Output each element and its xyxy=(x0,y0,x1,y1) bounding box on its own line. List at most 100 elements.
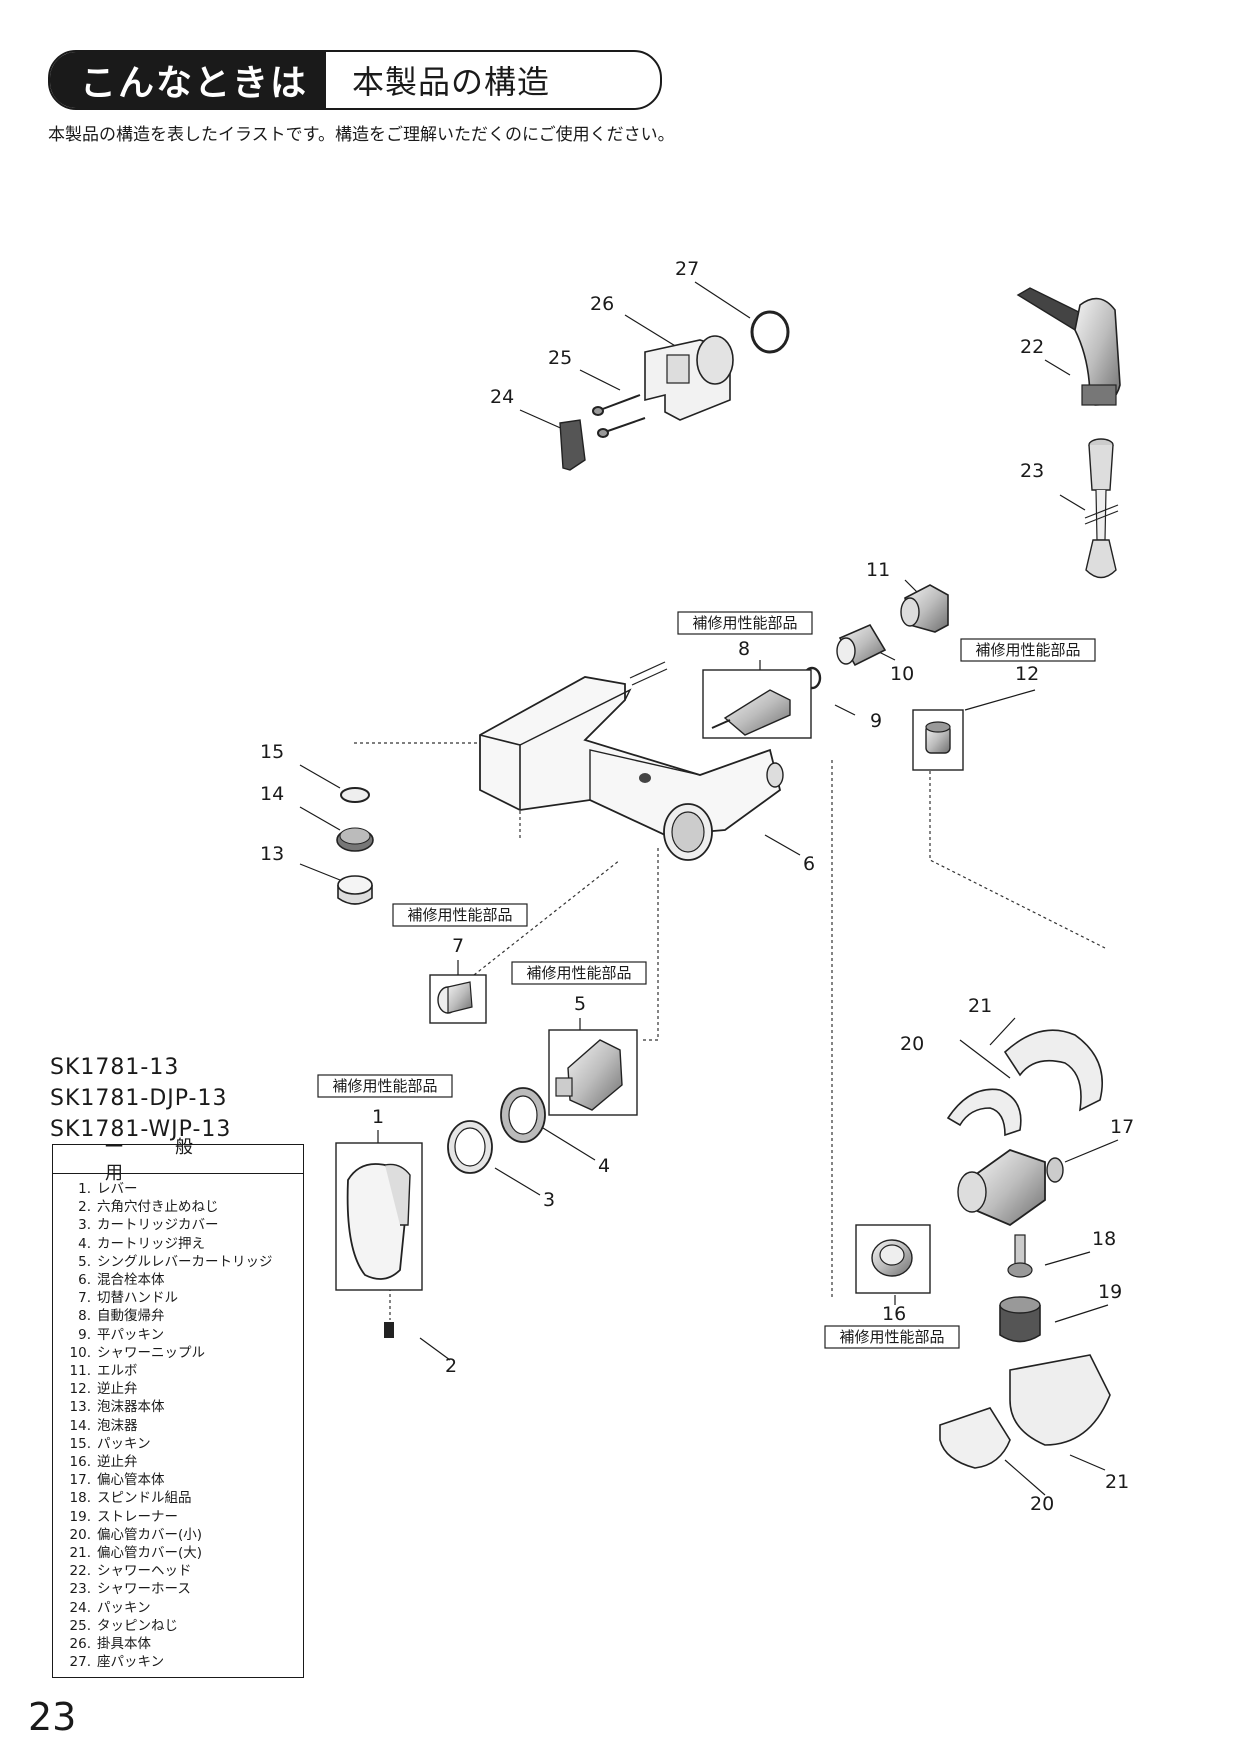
shower-nipple xyxy=(836,623,887,667)
legend-item-number: 15. xyxy=(69,1435,91,1452)
legend-item-name: レバー xyxy=(97,1181,138,1197)
legend-item-number: 27. xyxy=(69,1654,91,1671)
callout-4: 4 xyxy=(598,1155,610,1177)
legend-item: 24.パッキン xyxy=(53,1599,303,1617)
model-list: SK1781-13 SK1781-DJP-13 SK1781-WJP-13 xyxy=(50,1052,231,1145)
repair-tag: 補修用性能部品 xyxy=(392,903,528,927)
legend-item: 1. レバー xyxy=(53,1180,303,1198)
callout-11: 11 xyxy=(866,559,890,581)
legend-item: 27. 座パッキン xyxy=(53,1653,303,1671)
spindle-assembly xyxy=(1007,1234,1033,1278)
legend-item: 15. パッキン xyxy=(53,1435,303,1453)
check-valve-12-box xyxy=(912,709,964,771)
legend-item: 17. 偏心管本体 xyxy=(53,1471,303,1489)
packing-24 xyxy=(559,419,586,471)
legend-item-name: シャワーニップル xyxy=(97,1344,205,1361)
callout-15: 15 xyxy=(260,741,284,763)
callout-3: 3 xyxy=(543,1189,555,1211)
legend-item-number: 13. xyxy=(69,1399,91,1416)
callout-9: 9 xyxy=(870,710,882,732)
legend-item-name: 偏心管カバー(大) xyxy=(97,1545,203,1562)
legend-item: 3.カートリッジカバー xyxy=(53,1216,303,1234)
callout-20a: 20 xyxy=(900,1033,924,1055)
legend-item-name: パッキン xyxy=(97,1435,151,1452)
callout-18: 18 xyxy=(1092,1228,1116,1250)
model-number: SK1781-WJP-13 xyxy=(50,1117,232,1142)
switch-handle xyxy=(437,981,473,1014)
cartridge-retainer xyxy=(500,1087,546,1143)
section-header: こんなときは 本製品の構造 xyxy=(48,50,662,110)
legend-item: 22. シャワーヘッド xyxy=(53,1562,303,1580)
tapping-screws xyxy=(592,394,646,438)
legend-item-name: 自動復帰弁 xyxy=(97,1308,165,1325)
repair-tag: 補修用性能部品 xyxy=(677,611,813,635)
legend-item-number: 8. xyxy=(78,1308,91,1325)
legend-item-name: カートリッジ押え xyxy=(97,1235,205,1252)
legend-item-number: 18. xyxy=(69,1490,91,1507)
legend-item-name: 泡沫器 xyxy=(97,1417,138,1434)
repair-tag-text: 補修用性能部品 xyxy=(839,1328,944,1346)
leader-lines xyxy=(299,281,1119,1496)
legend-item-name: 泡沫器本体 xyxy=(97,1399,165,1416)
legend-item: 21.偏心管カバー(大) xyxy=(53,1544,303,1562)
legend-item: 4. カートリッジ押え xyxy=(53,1235,303,1253)
callout-17: 17 xyxy=(1110,1116,1134,1138)
legend-item: 20.偏心管カバー(小) xyxy=(53,1526,303,1544)
legend-item-number: 7. xyxy=(78,1290,91,1307)
legend-item-name: シャワーヘッド xyxy=(97,1563,192,1580)
legend-item-name: 座パッキン xyxy=(97,1654,165,1671)
legend-item-number: 4. xyxy=(78,1235,91,1252)
shower-hose xyxy=(1084,438,1119,579)
legend-item-name: スピンドル組品 xyxy=(97,1490,192,1507)
single-lever-cartridge xyxy=(555,1039,623,1111)
legend-item: 10. シャワーニップル xyxy=(53,1344,303,1362)
legend-item-name: タッピンねじ xyxy=(97,1617,178,1634)
repair-tag: 補修用性能部品 xyxy=(960,638,1096,662)
seat-packing-ring xyxy=(750,310,790,354)
cartridge-cover xyxy=(447,1120,493,1174)
page-number: 23 xyxy=(28,1695,77,1739)
callout-26: 26 xyxy=(590,293,614,315)
legend-item-number: 1. xyxy=(78,1181,91,1197)
callout-5: 5 xyxy=(574,993,586,1015)
legend-item-name: シングルレバーカートリッジ xyxy=(97,1253,273,1270)
model-number: SK1781-13 xyxy=(50,1055,180,1080)
callout-22: 22 xyxy=(1020,336,1044,358)
legend-item-number: 14. xyxy=(69,1417,91,1434)
shower-head xyxy=(1016,287,1121,406)
legend-item-name: エルボ xyxy=(97,1363,138,1380)
legend-item-number: 5. xyxy=(78,1253,91,1270)
legend-item-number: 26. xyxy=(69,1636,91,1653)
legend-item-number: 12. xyxy=(69,1381,91,1398)
callout-7: 7 xyxy=(452,935,464,957)
legend-item-name: 掛具本体 xyxy=(97,1636,151,1653)
eccentric-pipe xyxy=(957,1148,1064,1227)
repair-tag: 補修用性能部品 xyxy=(317,1074,453,1098)
legend-item-number: 10. xyxy=(69,1344,91,1361)
legend-item-number: 22. xyxy=(69,1563,91,1580)
legend-item: 8. 自動復帰弁 xyxy=(53,1307,303,1325)
callout-25: 25 xyxy=(548,347,572,369)
auto-return-valve xyxy=(711,689,791,736)
legend-item-name: 偏心管本体 xyxy=(97,1472,165,1489)
legend-item: 13. 泡沫器本体 xyxy=(53,1398,303,1416)
legend-item-name: ストレーナー xyxy=(97,1508,178,1525)
legend-item-name: 逆止弁 xyxy=(97,1381,138,1398)
legend-item-number: 17. xyxy=(69,1472,91,1489)
repair-tag-text: 補修用性能部品 xyxy=(975,641,1080,659)
legend-item-number: 24. xyxy=(69,1599,91,1616)
check-valve-12 xyxy=(925,721,951,754)
legend-item: 19.ストレーナー xyxy=(53,1508,303,1526)
legend-item: 12. 逆止弁 xyxy=(53,1380,303,1398)
lever xyxy=(346,1163,411,1280)
legend-item-number: 11. xyxy=(69,1363,91,1380)
legend-item: 7. 切替ハンドル xyxy=(53,1289,303,1307)
legend-item: 14. 泡沫器 xyxy=(53,1417,303,1435)
cover-large-lower xyxy=(1009,1354,1111,1446)
legend-item: 23.シャワーホース xyxy=(53,1580,303,1598)
legend-item-name: 切替ハンドル xyxy=(97,1290,178,1307)
mixer-body xyxy=(479,661,784,861)
